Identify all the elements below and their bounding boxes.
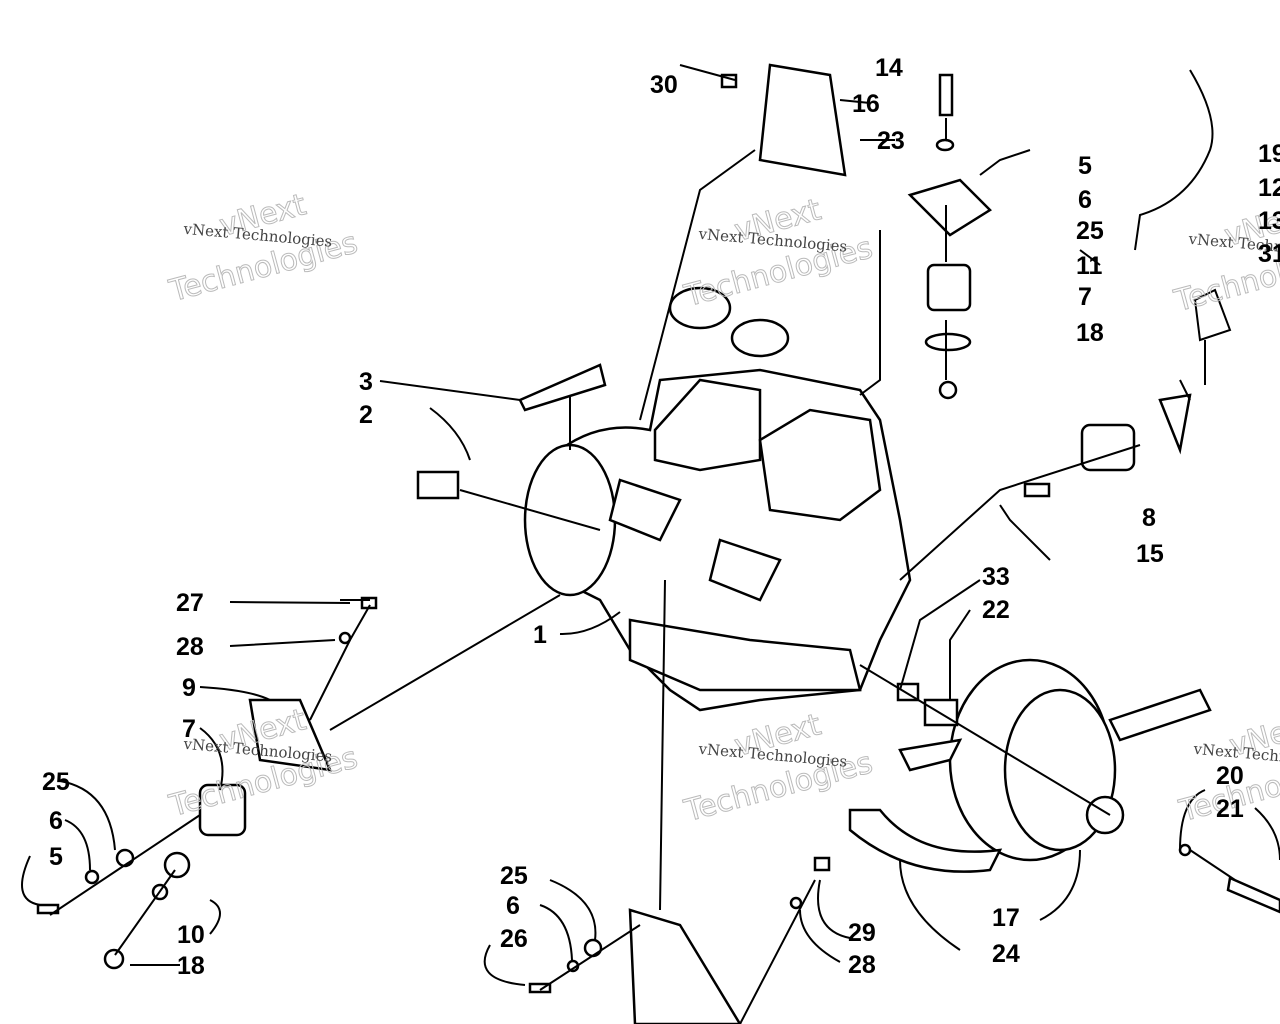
callout-7: 7 (1078, 283, 1092, 311)
callout-17: 17 (992, 904, 1020, 932)
callout-18: 18 (177, 952, 205, 980)
callout-26: 26 (500, 925, 528, 953)
callout-21: 21 (1216, 795, 1244, 823)
callout-24: 24 (992, 940, 1020, 968)
callout-8: 8 (1142, 504, 1156, 532)
callout-6: 6 (49, 807, 63, 835)
callout-labels: 3016142356251171819121331328153322127289… (42, 54, 1280, 980)
callout-28: 28 (176, 633, 204, 661)
callout-18: 18 (1076, 319, 1104, 347)
callout-13: 13 (1258, 207, 1280, 235)
engine-drawing (21, 63, 1280, 1024)
callout-3: 3 (359, 368, 373, 396)
callout-25: 25 (1076, 217, 1104, 245)
callout-27: 27 (176, 589, 204, 617)
callout-28: 28 (848, 951, 876, 979)
callout-5: 5 (49, 843, 63, 871)
callout-29: 29 (848, 919, 876, 947)
callout-7: 7 (182, 715, 196, 743)
callout-25: 25 (42, 768, 70, 796)
callout-15: 15 (1136, 540, 1164, 568)
callout-6: 6 (1078, 186, 1092, 214)
callout-19: 19 (1258, 140, 1280, 168)
callout-10: 10 (177, 921, 205, 949)
callout-5: 5 (1078, 152, 1092, 180)
callout-1: 1 (533, 621, 547, 649)
callout-12: 12 (1258, 174, 1280, 202)
callout-33: 33 (982, 563, 1010, 591)
callout-2: 2 (359, 401, 373, 429)
callout-20: 20 (1216, 762, 1244, 790)
callout-16: 16 (852, 90, 880, 118)
callout-22: 22 (982, 596, 1010, 624)
callout-9: 9 (182, 674, 196, 702)
callout-23: 23 (877, 127, 905, 155)
callout-30: 30 (650, 71, 678, 99)
callout-14: 14 (875, 54, 903, 82)
callout-11: 11 (1076, 252, 1103, 280)
callout-6: 6 (506, 892, 520, 920)
callout-25: 25 (500, 862, 528, 890)
callout-31: 31 (1258, 240, 1280, 268)
